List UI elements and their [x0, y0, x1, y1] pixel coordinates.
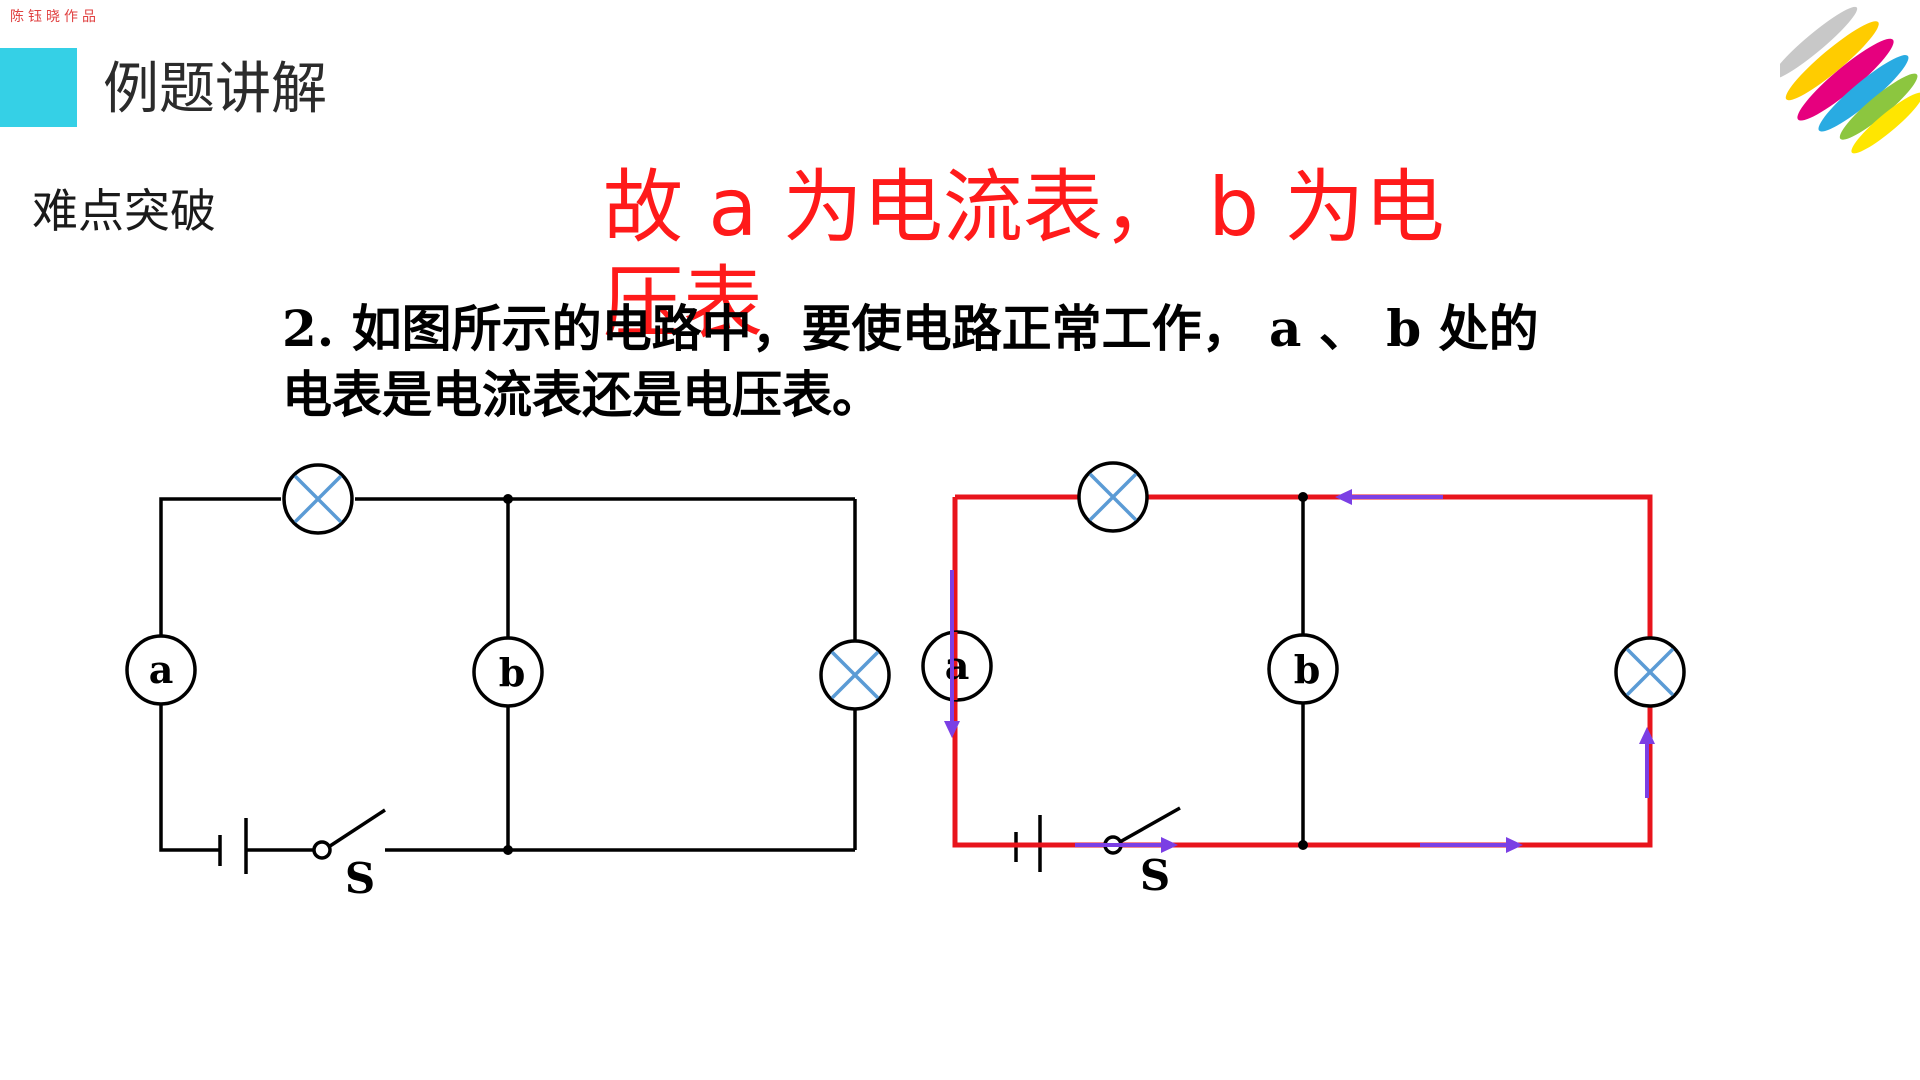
meter-b-left	[472, 636, 544, 708]
switch-left-label: S	[345, 854, 375, 903]
switch-right-label: S	[1140, 851, 1170, 900]
meter-b-right	[1267, 633, 1339, 705]
meter-b-left-label: b	[499, 650, 526, 695]
answer-text: 故 a 为电流表， b 为电压表	[603, 161, 1445, 350]
lamp-icon	[819, 639, 891, 711]
meter-a-right-label: a	[945, 643, 970, 688]
current-arrows	[944, 489, 1655, 853]
switch-left-pivot	[312, 840, 332, 860]
question-line-1: 2. 如图所示的电路中，要使电路正常工作， a 、 b 处的	[282, 299, 1539, 358]
meter-a-left	[125, 634, 197, 706]
meter-b-right-label: b	[1294, 647, 1321, 692]
title-accent-block	[0, 48, 77, 127]
section-label: 难点突破	[32, 184, 216, 238]
circuit-left	[159, 494, 857, 874]
rainbow-brush-logo-icon	[1780, 6, 1920, 154]
question-line-2: 电表是电流表还是电压表。	[282, 365, 882, 424]
switch-right-lever	[1117, 806, 1181, 845]
question-text: 2. 如图所示的电路中，要使电路正常工作， a 、 b 处的 电表是电流表还是电…	[282, 296, 1662, 428]
switch-left-lever	[329, 808, 386, 848]
lamp-icon	[1614, 636, 1686, 708]
lamp-icon	[1077, 461, 1149, 533]
page-title: 例题讲解	[103, 57, 327, 122]
meter-a-left-label: a	[149, 647, 174, 692]
watermark: 陈钰晓作品	[10, 9, 100, 25]
lamp-icon	[282, 463, 354, 535]
